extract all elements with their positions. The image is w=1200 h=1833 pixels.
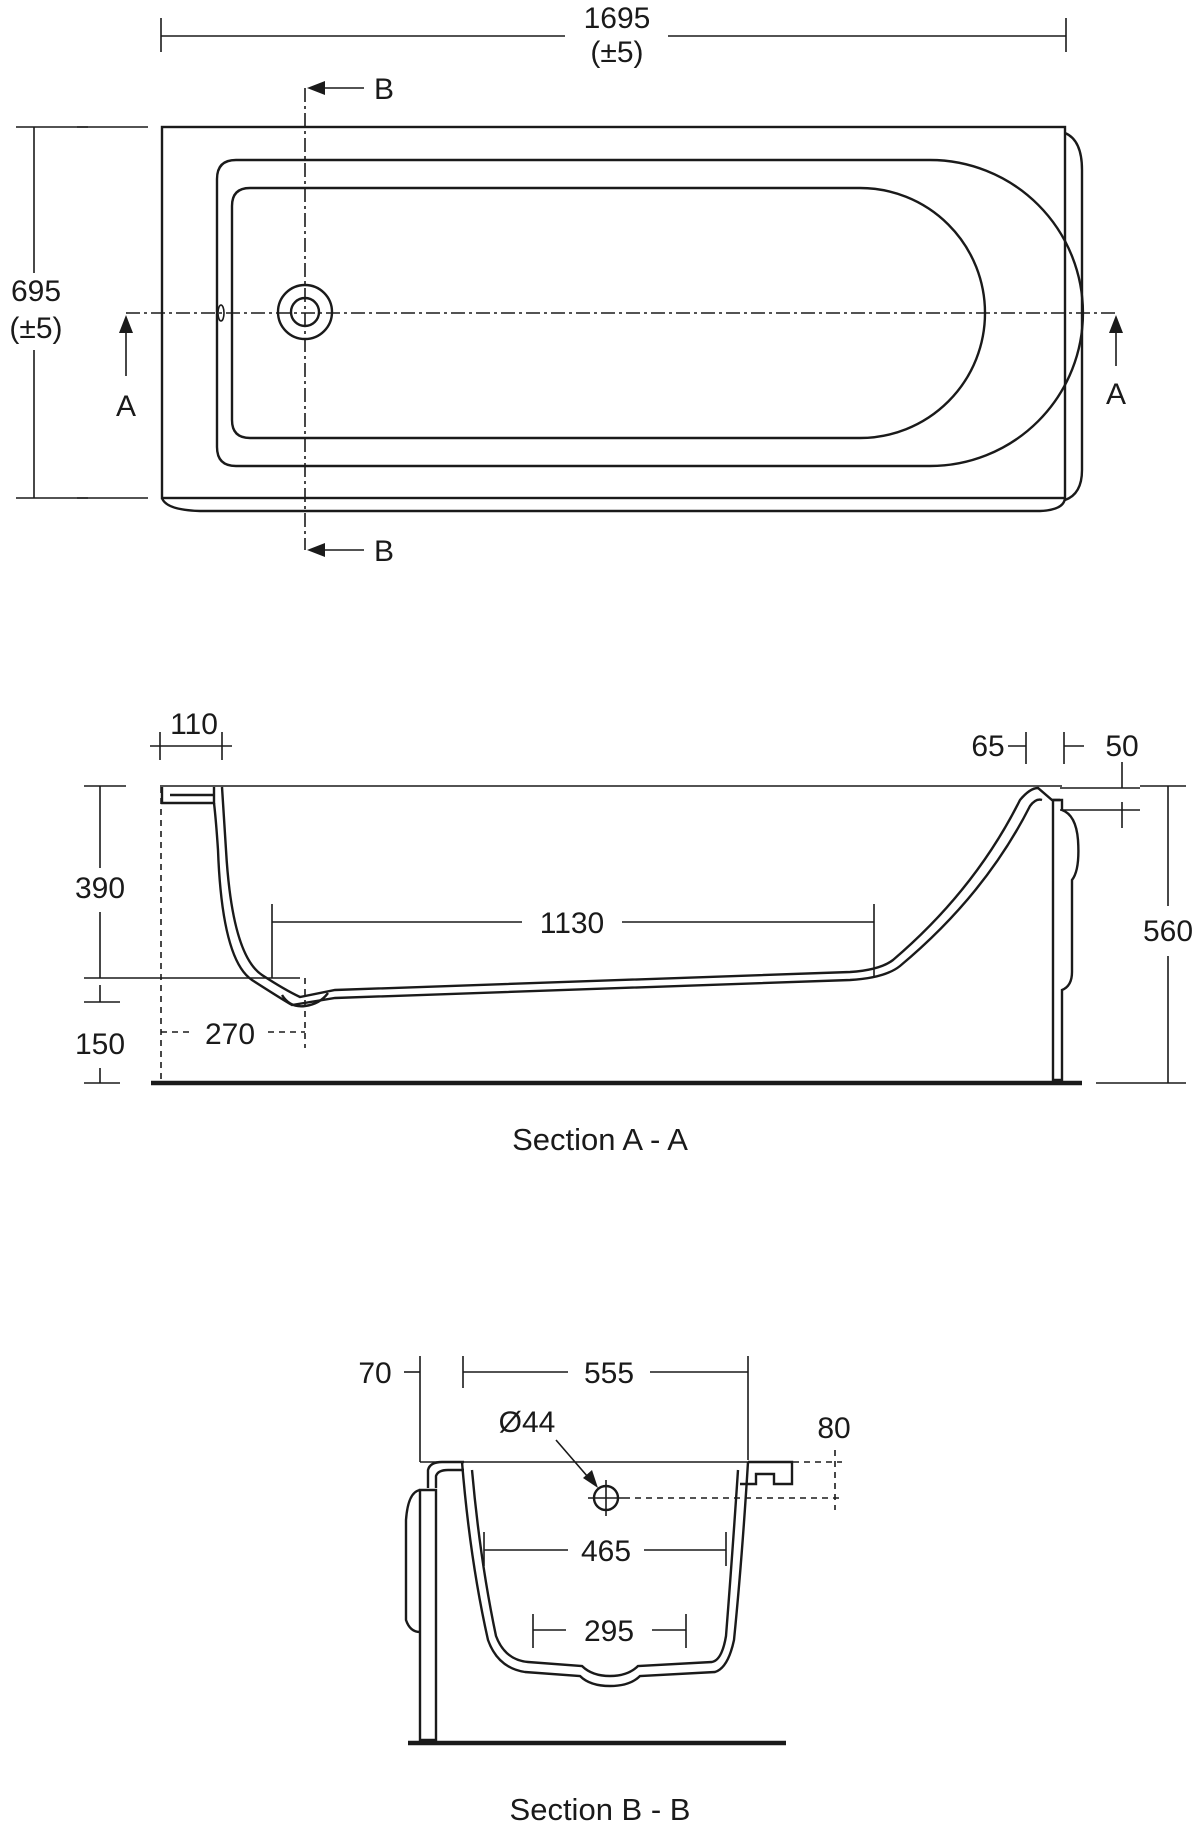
- svg-text:70: 70: [358, 1357, 391, 1390]
- section-a-caption: Section A - A: [512, 1122, 688, 1157]
- svg-text:80: 80: [817, 1412, 850, 1445]
- section-b-view: Ø44 80 70 555 465: [358, 1356, 851, 1827]
- waste-drop-dimension: 80: [793, 1412, 851, 1510]
- length-label: 1695: [584, 2, 651, 35]
- width-tolerance-label: (±5): [9, 312, 62, 345]
- svg-text:B: B: [374, 535, 394, 568]
- bottom-width-dimension: 295: [532, 1614, 687, 1648]
- waste-hole-icon: [588, 1480, 624, 1516]
- width-dimension: 695 (±5): [9, 126, 148, 499]
- panel-offset-dimension: 70: [358, 1356, 421, 1462]
- bowl-inner: [470, 1469, 740, 1678]
- bath-inner-rim: [215, 158, 1085, 468]
- right-rim-flange: [740, 1460, 794, 1486]
- section-a-marker-right: A: [1106, 315, 1126, 411]
- svg-text:465: 465: [581, 1535, 631, 1568]
- svg-text:A: A: [1106, 378, 1126, 411]
- bath-basin: [230, 186, 987, 440]
- section-b-caption: Section B - B: [510, 1792, 691, 1827]
- rim-right-dimension: 65: [971, 730, 1084, 764]
- mid-width-dimension: 465: [483, 1532, 727, 1568]
- svg-text:560: 560: [1143, 915, 1193, 948]
- width-label: 695: [11, 275, 61, 308]
- svg-text:65: 65: [971, 730, 1004, 763]
- svg-text:1130: 1130: [540, 907, 605, 940]
- floor-height-dimension: 150: [75, 985, 125, 1084]
- svg-text:B: B: [374, 73, 394, 106]
- waste-diameter-label: Ø44: [499, 1406, 556, 1439]
- flat-length-dimension: 1130: [271, 904, 875, 978]
- svg-text:390: 390: [75, 872, 125, 905]
- waste-offset-label: 270: [205, 1018, 255, 1051]
- svg-text:110: 110: [170, 708, 218, 741]
- bath-front-panel: [160, 497, 1067, 513]
- svg-text:A: A: [116, 390, 136, 423]
- rim-left-dimension: 110: [150, 708, 232, 760]
- end-panel: [1051, 798, 1080, 1082]
- bath-shell-outer: [220, 786, 1060, 999]
- total-height-dimension: 560: [1096, 785, 1193, 1084]
- overflow-icon: [217, 304, 225, 322]
- svg-text:555: 555: [584, 1357, 634, 1390]
- section-a-marker-left: A: [116, 315, 136, 423]
- section-a-view: 110 65 50 390: [75, 708, 1193, 1157]
- bowl-outer: [460, 1461, 750, 1688]
- depth-dimension: 390: [75, 785, 300, 979]
- bath-end-panel: [1064, 131, 1084, 502]
- panel-gap-dimension: 50: [1060, 730, 1140, 828]
- length-dimension: 1695 (±5): [160, 2, 1067, 69]
- section-b-marker-top: B: [307, 73, 394, 106]
- length-tolerance-label: (±5): [590, 36, 643, 69]
- bath-shell-inner: [212, 798, 1043, 1007]
- svg-text:150: 150: [75, 1028, 125, 1061]
- top-width-dimension: 555: [462, 1356, 749, 1460]
- front-panel: [418, 1488, 438, 1742]
- svg-text:50: 50: [1105, 730, 1138, 763]
- plan-view: 1695 (±5) 695 (±5): [9, 2, 1126, 568]
- section-b-marker-bottom: B: [307, 535, 394, 568]
- svg-text:295: 295: [584, 1615, 634, 1648]
